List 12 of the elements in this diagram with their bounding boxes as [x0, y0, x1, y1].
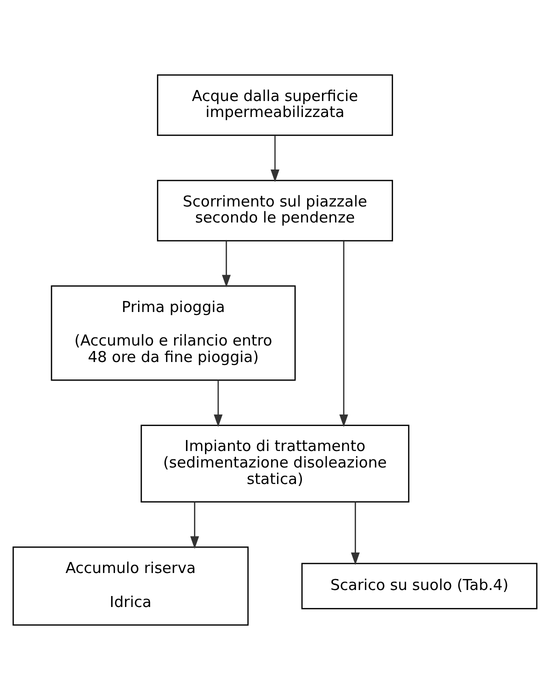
- node-box: Accumulo riserva Idrica: [12, 546, 249, 626]
- node-box: Impianto di trattamento (sedimentazione disoleazione statica): [140, 424, 410, 503]
- node-box: Scorrimento sul piazzale secondo le pendenze: [156, 180, 394, 242]
- arrow: [350, 502, 360, 566]
- node-box: Prima pioggia (Accumulo e rilancio entro 48 ore da fine pioggia): [50, 285, 296, 381]
- arrow: [222, 240, 231, 288]
- arrow: [270, 136, 280, 182]
- arrow: [214, 380, 223, 428]
- node-box: Scarico su suolo (Tab.4): [301, 562, 538, 610]
- node-box: Acque dalla superficie impermeabilizzata: [156, 74, 394, 136]
- arrow: [190, 502, 200, 549]
- arrow: [339, 241, 348, 428]
